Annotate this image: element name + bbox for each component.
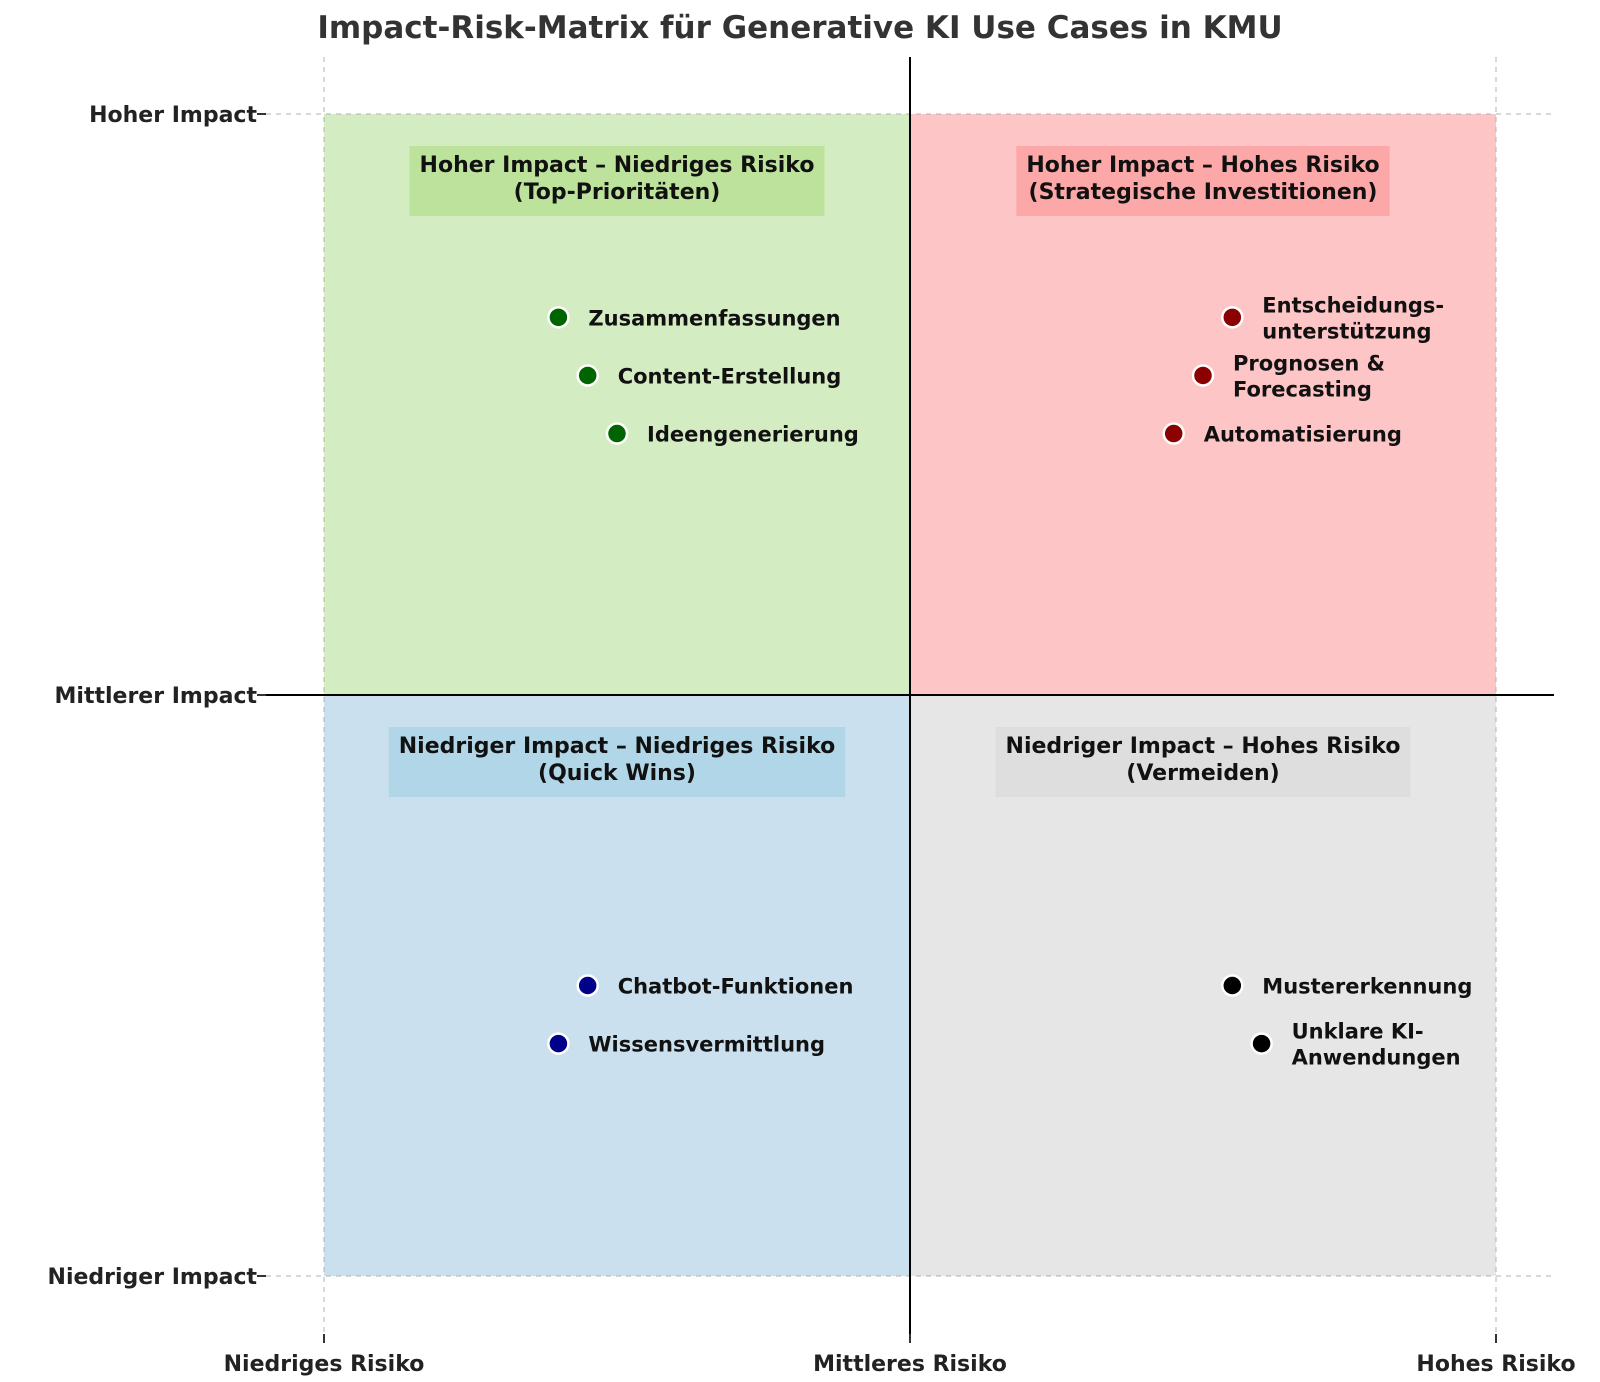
x-tick-label: Hohes Risiko (1416, 1352, 1575, 1377)
chart-title: Impact-Risk-Matrix für Generative KI Use… (317, 10, 1283, 46)
data-point (1191, 364, 1215, 387)
data-label: unterstützung (1262, 319, 1431, 343)
y-tick-label: Hoher Impact (89, 103, 257, 128)
x-tick-label: Niedriges Risiko (224, 1352, 425, 1377)
data-label: Mustererkennung (1262, 975, 1472, 999)
data-label: Forecasting (1233, 377, 1372, 401)
quadrant-label-line: Hoher Impact – Niedriges Risiko (420, 153, 815, 178)
data-label: Entscheidungs- (1262, 293, 1444, 317)
quadrant-label-line: Niedriger Impact – Niedriges Risiko (399, 734, 835, 759)
data-point (1221, 974, 1244, 997)
quadrant-label-line: Hoher Impact – Hohes Risiko (1026, 153, 1379, 178)
data-label: Anwendungen (1292, 1046, 1461, 1070)
quadrant-label-box (1016, 146, 1390, 216)
quadrant-label-hi-hi: Hoher Impact – Hohes Risiko(Strategische… (1016, 146, 1390, 216)
data-label: Chatbot-Funktionen (618, 975, 854, 999)
data-label: Unklare KI- (1292, 1020, 1424, 1044)
quadrant-label-lo-lo: Niedriger Impact – Niedriges Risiko(Quic… (388, 727, 846, 797)
data-point (1250, 1032, 1273, 1055)
data-point (1162, 422, 1185, 445)
quadrant-label-line: (Top-Prioritäten) (514, 180, 721, 205)
quadrant-label-lo-hi: Niedriger Impact – Hohes Risiko(Vermeide… (995, 727, 1411, 797)
quadrant-label-line: (Vermeiden) (1126, 761, 1279, 786)
data-point (547, 1032, 570, 1055)
data-label: Content-Erstellung (618, 364, 842, 388)
quadrant-label-box (388, 727, 846, 797)
data-label: Automatisierung (1204, 423, 1402, 447)
quadrant-label-line: (Strategische Investitionen) (1029, 180, 1378, 205)
data-point (1221, 306, 1244, 329)
quadrant-label-hi-lo: Hoher Impact – Niedriges Risiko(Top-Prio… (409, 146, 825, 216)
data-point (605, 422, 629, 445)
data-label: Wissensvermittlung (588, 1033, 825, 1057)
y-tick-label: Niedriger Impact (48, 1265, 258, 1290)
data-point (576, 364, 599, 387)
quadrant-label-line: (Quick Wins) (538, 761, 696, 786)
data-label: Prognosen & (1233, 351, 1385, 375)
data-label: Ideengenerierung (647, 423, 859, 447)
y-tick-label: Mittlerer Impact (55, 684, 258, 709)
data-point (576, 974, 599, 997)
x-tick-label: Mittleres Risiko (813, 1352, 1007, 1377)
quadrant-label-line: Niedriger Impact – Hohes Risiko (1006, 734, 1401, 759)
data-point (547, 306, 570, 329)
quadrant-label-box (995, 727, 1411, 797)
quadrant-label-box (409, 146, 825, 216)
data-label: Zusammenfassungen (588, 306, 840, 330)
